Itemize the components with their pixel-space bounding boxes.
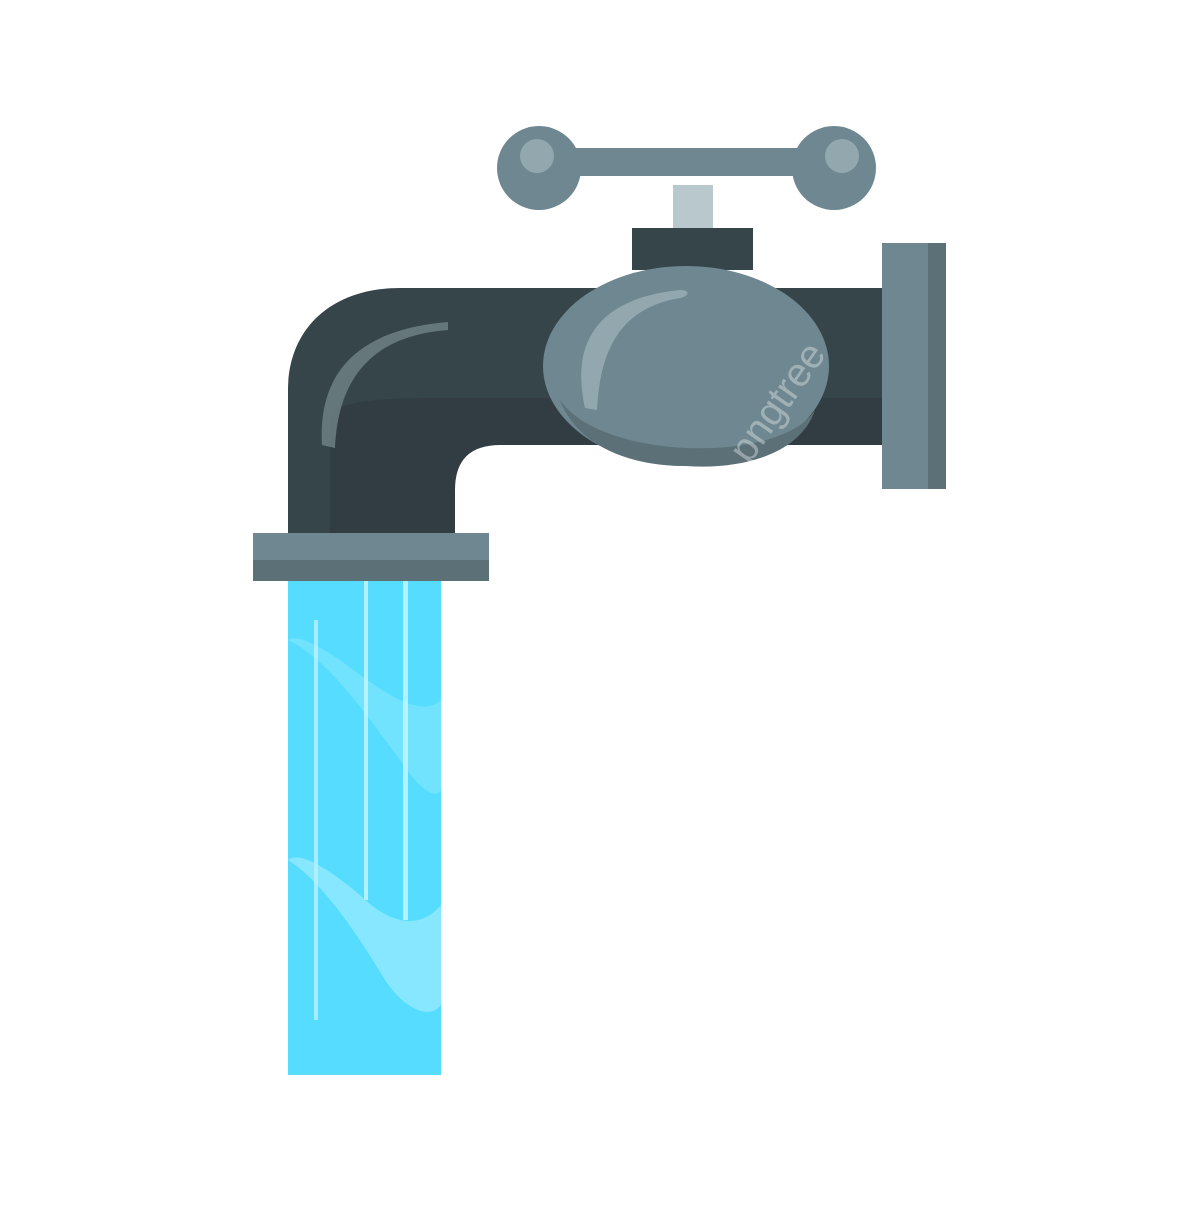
- water-streak-2: [364, 580, 368, 900]
- tap-handle[interactable]: [497, 126, 876, 210]
- wall-flange-shadow: [928, 243, 946, 489]
- handle-bar: [540, 148, 840, 176]
- valve-stem: [673, 185, 713, 235]
- water-stream: [288, 580, 441, 1075]
- spout-flange-shadow: [253, 560, 489, 581]
- pipe-highlight: [321, 322, 448, 448]
- valve-body: [543, 266, 829, 467]
- water-streak-3: [403, 580, 408, 920]
- water-streak-1: [314, 620, 318, 1020]
- handle-knob-right-highlight: [825, 139, 859, 173]
- water-wave-1: [288, 638, 441, 794]
- water-wave-2: [288, 857, 441, 1012]
- valve-cap: [632, 228, 753, 270]
- handle-knob-left-highlight: [520, 139, 554, 173]
- valve-highlight: [581, 290, 688, 410]
- valve-bulb-shadow: [560, 400, 815, 467]
